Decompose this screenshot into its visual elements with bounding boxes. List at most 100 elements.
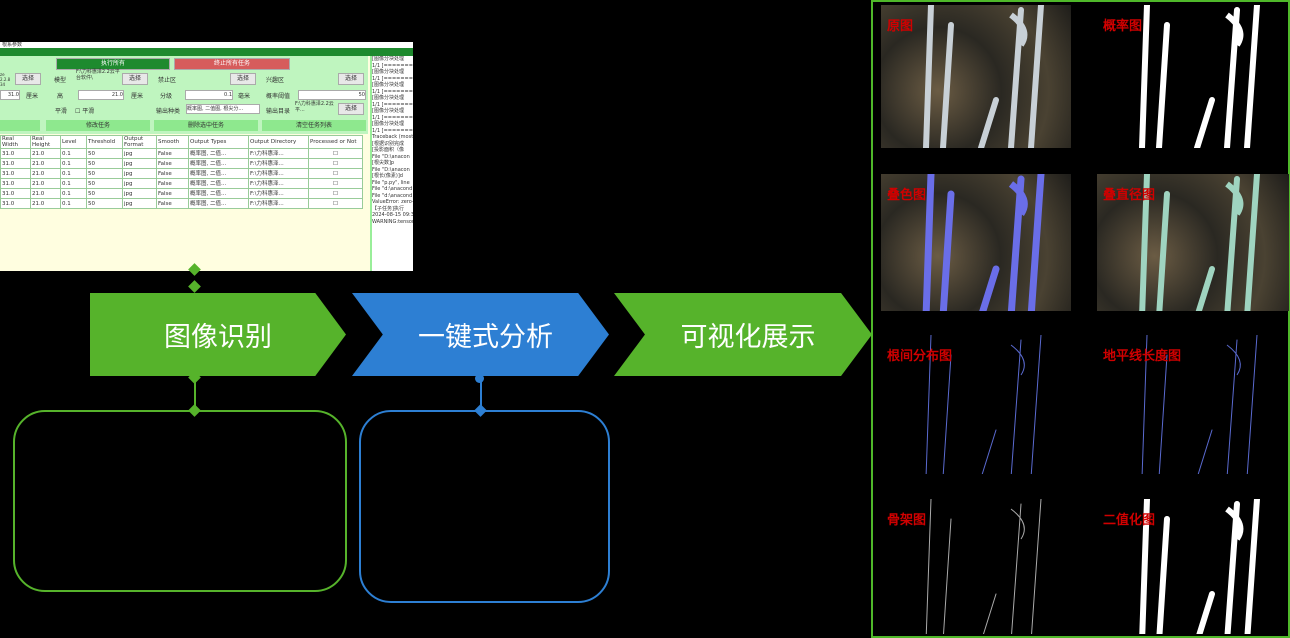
log-line: WARNING:tensor bbox=[372, 218, 413, 225]
step-one-click-analysis: 一键式分析 bbox=[352, 293, 609, 376]
column-header[interactable]: Output Format bbox=[122, 135, 157, 149]
original-image: 原图 bbox=[881, 5, 1071, 148]
height-input[interactable]: 21.0 bbox=[78, 90, 124, 100]
table-cell: False bbox=[156, 178, 189, 189]
table-cell[interactable]: ☐ bbox=[308, 198, 363, 209]
step-label: 图像识别 bbox=[164, 322, 272, 353]
level-label: 分级 bbox=[160, 93, 173, 100]
level-unit: 毫米 bbox=[238, 93, 251, 100]
connector-line bbox=[194, 376, 196, 410]
probability-map: 概率图 bbox=[1097, 5, 1287, 148]
table-cell: jpg bbox=[122, 198, 157, 209]
log-line: 1/1 [========= bbox=[372, 88, 413, 95]
log-line: [图像分块处理 bbox=[372, 121, 404, 127]
column-header[interactable]: Real Height bbox=[30, 135, 61, 149]
width-input[interactable]: 31.0 bbox=[0, 90, 20, 100]
image-caption: 叠色图 bbox=[887, 188, 927, 203]
table-cell[interactable]: ☐ bbox=[308, 178, 363, 189]
table-cell: 0.1 bbox=[60, 168, 87, 179]
log-line: 1/1 [========= bbox=[372, 114, 413, 121]
table-cell[interactable]: ☐ bbox=[308, 148, 363, 159]
column-header[interactable]: Output Types bbox=[188, 135, 249, 149]
recognition-detail-box bbox=[13, 410, 347, 592]
roi-select-button[interactable]: 选择 bbox=[338, 73, 364, 85]
image-caption: 根间分布图 bbox=[887, 349, 953, 364]
overlay-diameter-image: 叠直径图 bbox=[1097, 174, 1289, 311]
model-label: 模型 bbox=[54, 77, 67, 84]
table-cell: 概率图, 二值... bbox=[188, 188, 249, 199]
log-line: File "d:\anacond bbox=[372, 186, 413, 192]
threshold-input[interactable]: 50 bbox=[298, 90, 366, 100]
column-header[interactable]: Output Directory bbox=[248, 135, 309, 149]
table-cell: 21.0 bbox=[30, 148, 61, 159]
height-unit: 厘米 bbox=[131, 93, 144, 100]
column-header[interactable]: Level bbox=[60, 135, 87, 149]
table-cell: False bbox=[156, 198, 189, 209]
binarized-image: 二值化图 bbox=[1097, 499, 1287, 634]
level-input[interactable]: 0.1 bbox=[185, 90, 233, 100]
stop-all-button[interactable]: 终止所有任务 bbox=[174, 58, 290, 70]
add-task-button[interactable] bbox=[0, 120, 40, 131]
root-distribution-image: 根间分布图 bbox=[881, 335, 1071, 474]
output-types-select[interactable]: 概率图, 二值图, 根尖分... bbox=[186, 104, 260, 114]
select-button[interactable]: 选择 bbox=[15, 73, 41, 85]
run-all-button[interactable]: 执行所有 bbox=[56, 58, 170, 70]
clear-list-button[interactable]: 清空任务列表 bbox=[262, 120, 366, 131]
table-cell: 50 bbox=[86, 178, 123, 189]
column-header[interactable]: Processed or Not bbox=[308, 135, 363, 149]
column-header[interactable]: Smooth bbox=[156, 135, 189, 149]
table-cell: 0.1 bbox=[60, 158, 87, 169]
table-cell: 50 bbox=[86, 168, 123, 179]
header-bar bbox=[0, 48, 413, 56]
parameter-form: 执行所有 终止所有任务 ze 2.2.8 34 选择 模型 F:\力科惠泽2.2… bbox=[0, 56, 368, 134]
log-line: Traceback (most bbox=[372, 134, 413, 140]
table-cell: 31.0 bbox=[0, 178, 31, 189]
log-line: File "D:\anacon bbox=[372, 153, 410, 160]
roi-label: 兴趣区 bbox=[266, 77, 285, 84]
table-cell: 21.0 bbox=[30, 188, 61, 199]
table-cell: 31.0 bbox=[0, 158, 31, 169]
table-cell: 0.1 bbox=[60, 198, 87, 209]
output-dir-select-button[interactable]: 选择 bbox=[338, 103, 364, 115]
table-cell[interactable]: ☐ bbox=[308, 158, 363, 169]
forbidden-zone-select-button[interactable]: 选择 bbox=[230, 73, 256, 85]
skeleton-image: 骨架图 bbox=[881, 499, 1071, 634]
table-cell: False bbox=[156, 168, 189, 179]
output-types-label: 输出种类 bbox=[156, 108, 181, 115]
delete-selected-button[interactable]: 删除选中任务 bbox=[154, 120, 258, 131]
table-cell: jpg bbox=[122, 188, 157, 199]
log-line: [根长(像素)]d bbox=[372, 173, 403, 179]
table-cell[interactable]: ☐ bbox=[308, 168, 363, 179]
horizon-length-image: 地平线长度图 bbox=[1097, 335, 1287, 474]
log-line: File "d:\anacond bbox=[372, 192, 413, 199]
table-cell: False bbox=[156, 158, 189, 169]
log-line: [图像分块处理 bbox=[372, 56, 404, 62]
modify-task-button[interactable]: 修改任务 bbox=[46, 120, 150, 131]
table-cell: jpg bbox=[122, 168, 157, 179]
table-cell: 概率图, 二值... bbox=[188, 158, 249, 169]
table-cell[interactable]: ☐ bbox=[308, 188, 363, 199]
column-header[interactable]: Real Width bbox=[0, 135, 31, 149]
column-header[interactable]: Threshold bbox=[86, 135, 123, 149]
table-cell: 21.0 bbox=[30, 198, 61, 209]
step-image-recognition: 图像识别 bbox=[90, 293, 346, 376]
log-line: ValueError: zero-s bbox=[372, 199, 413, 205]
log-line: 【子任务]执行 bbox=[372, 205, 404, 212]
table-cell: 50 bbox=[86, 198, 123, 209]
model-select-button[interactable]: 选择 bbox=[122, 73, 148, 85]
table-cell: F:\力科惠泽... bbox=[248, 198, 309, 209]
table-cell: F:\力科惠泽... bbox=[248, 158, 309, 169]
table-cell: 31.0 bbox=[0, 148, 31, 159]
smooth-checkbox[interactable]: ☐ 平滑 bbox=[75, 108, 95, 115]
image-caption: 地平线长度图 bbox=[1103, 349, 1182, 364]
table-cell: 31.0 bbox=[0, 188, 31, 199]
log-line: 2024-08-15 09:33 bbox=[372, 212, 413, 218]
image-caption: 叠直径图 bbox=[1103, 188, 1156, 203]
